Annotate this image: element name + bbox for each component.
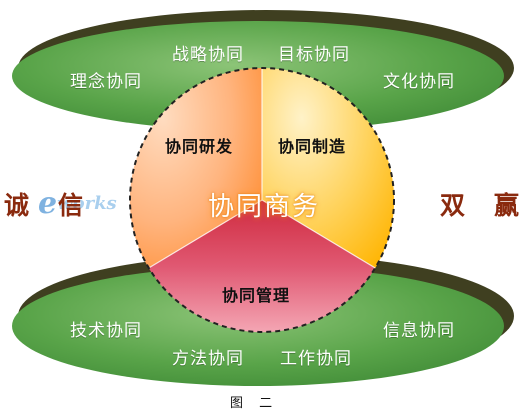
label-management: 协同管理 <box>222 286 291 305</box>
label-technology: 技术协同 <box>70 321 142 341</box>
dashed-circle-border <box>129 67 395 333</box>
segment-divider <box>148 68 376 269</box>
label-center: 协同商务 <box>208 192 321 222</box>
text-winwin-2: 赢 <box>494 191 522 220</box>
label-method: 方法协同 <box>172 349 244 369</box>
label-work: 工作协同 <box>280 349 352 369</box>
logo-e: e <box>38 186 58 221</box>
label-manufacturing: 协同制造 <box>278 137 347 156</box>
logo-rest: works <box>57 193 117 214</box>
figure-caption: 图 二 <box>230 396 279 410</box>
text-winwin-1: 双 <box>440 191 468 220</box>
segment-research <box>129 67 262 268</box>
text-honesty-1: 诚 <box>4 191 32 220</box>
label-research: 协同研发 <box>165 137 234 156</box>
segment-management <box>148 200 376 333</box>
segment-manufacturing <box>262 67 395 268</box>
label-goal: 目标协同 <box>278 45 350 65</box>
text-honesty-2: 信 <box>58 191 86 220</box>
label-information: 信息协同 <box>383 321 455 341</box>
label-strategy: 战略协同 <box>172 45 244 65</box>
label-culture: 文化协同 <box>383 72 455 92</box>
label-concept: 理念协同 <box>70 72 142 92</box>
eworks-logo: eworks <box>38 186 117 221</box>
